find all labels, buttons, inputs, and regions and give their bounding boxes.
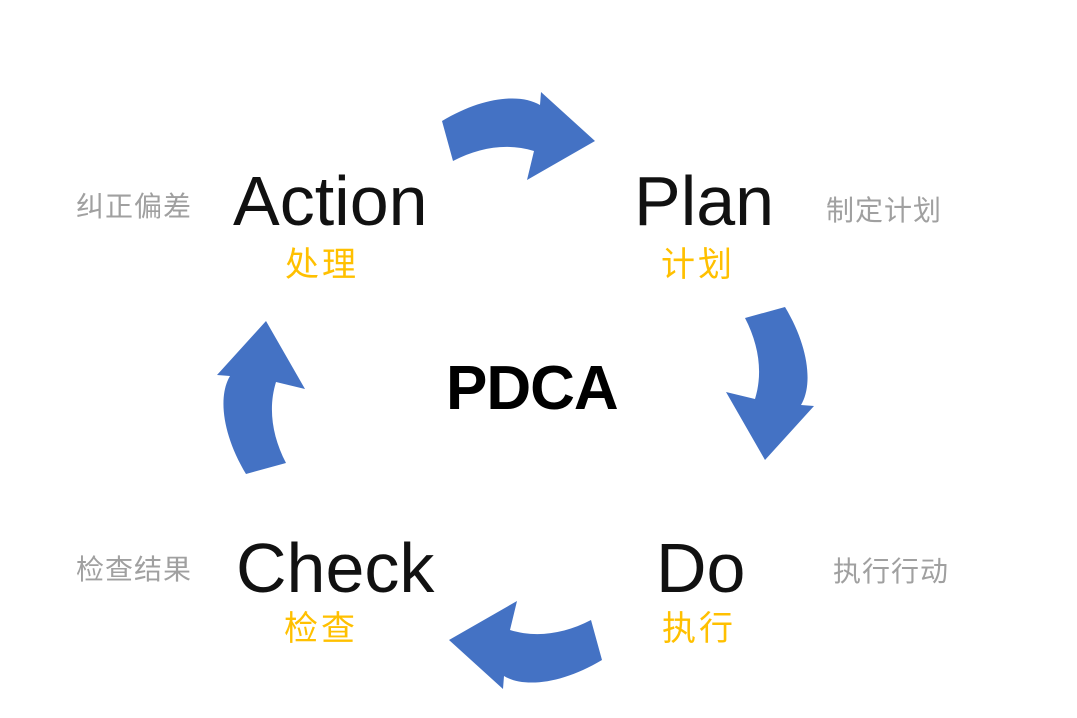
plan-chinese-label: 计划 xyxy=(661,246,735,284)
check-chinese-label: 检查 xyxy=(284,610,358,648)
check-label: Check xyxy=(236,529,435,607)
action-label: Action xyxy=(233,162,428,240)
action-description: 纠正偏差 xyxy=(76,191,193,222)
curved-arrow-right-icon xyxy=(440,91,600,183)
plan-description: 制定计划 xyxy=(826,195,943,226)
do-description: 执行行动 xyxy=(833,556,950,587)
action-chinese-label: 处理 xyxy=(285,246,359,284)
curved-arrow-up-icon xyxy=(216,316,308,476)
do-chinese-label: 执行 xyxy=(662,610,736,648)
curved-arrow-left-icon xyxy=(444,598,604,690)
pdca-title: PDCA xyxy=(446,354,619,423)
do-label: Do xyxy=(656,529,746,607)
plan-label: Plan xyxy=(634,162,775,240)
check-description: 检查结果 xyxy=(76,554,193,585)
curved-arrow-down-icon xyxy=(723,305,815,465)
